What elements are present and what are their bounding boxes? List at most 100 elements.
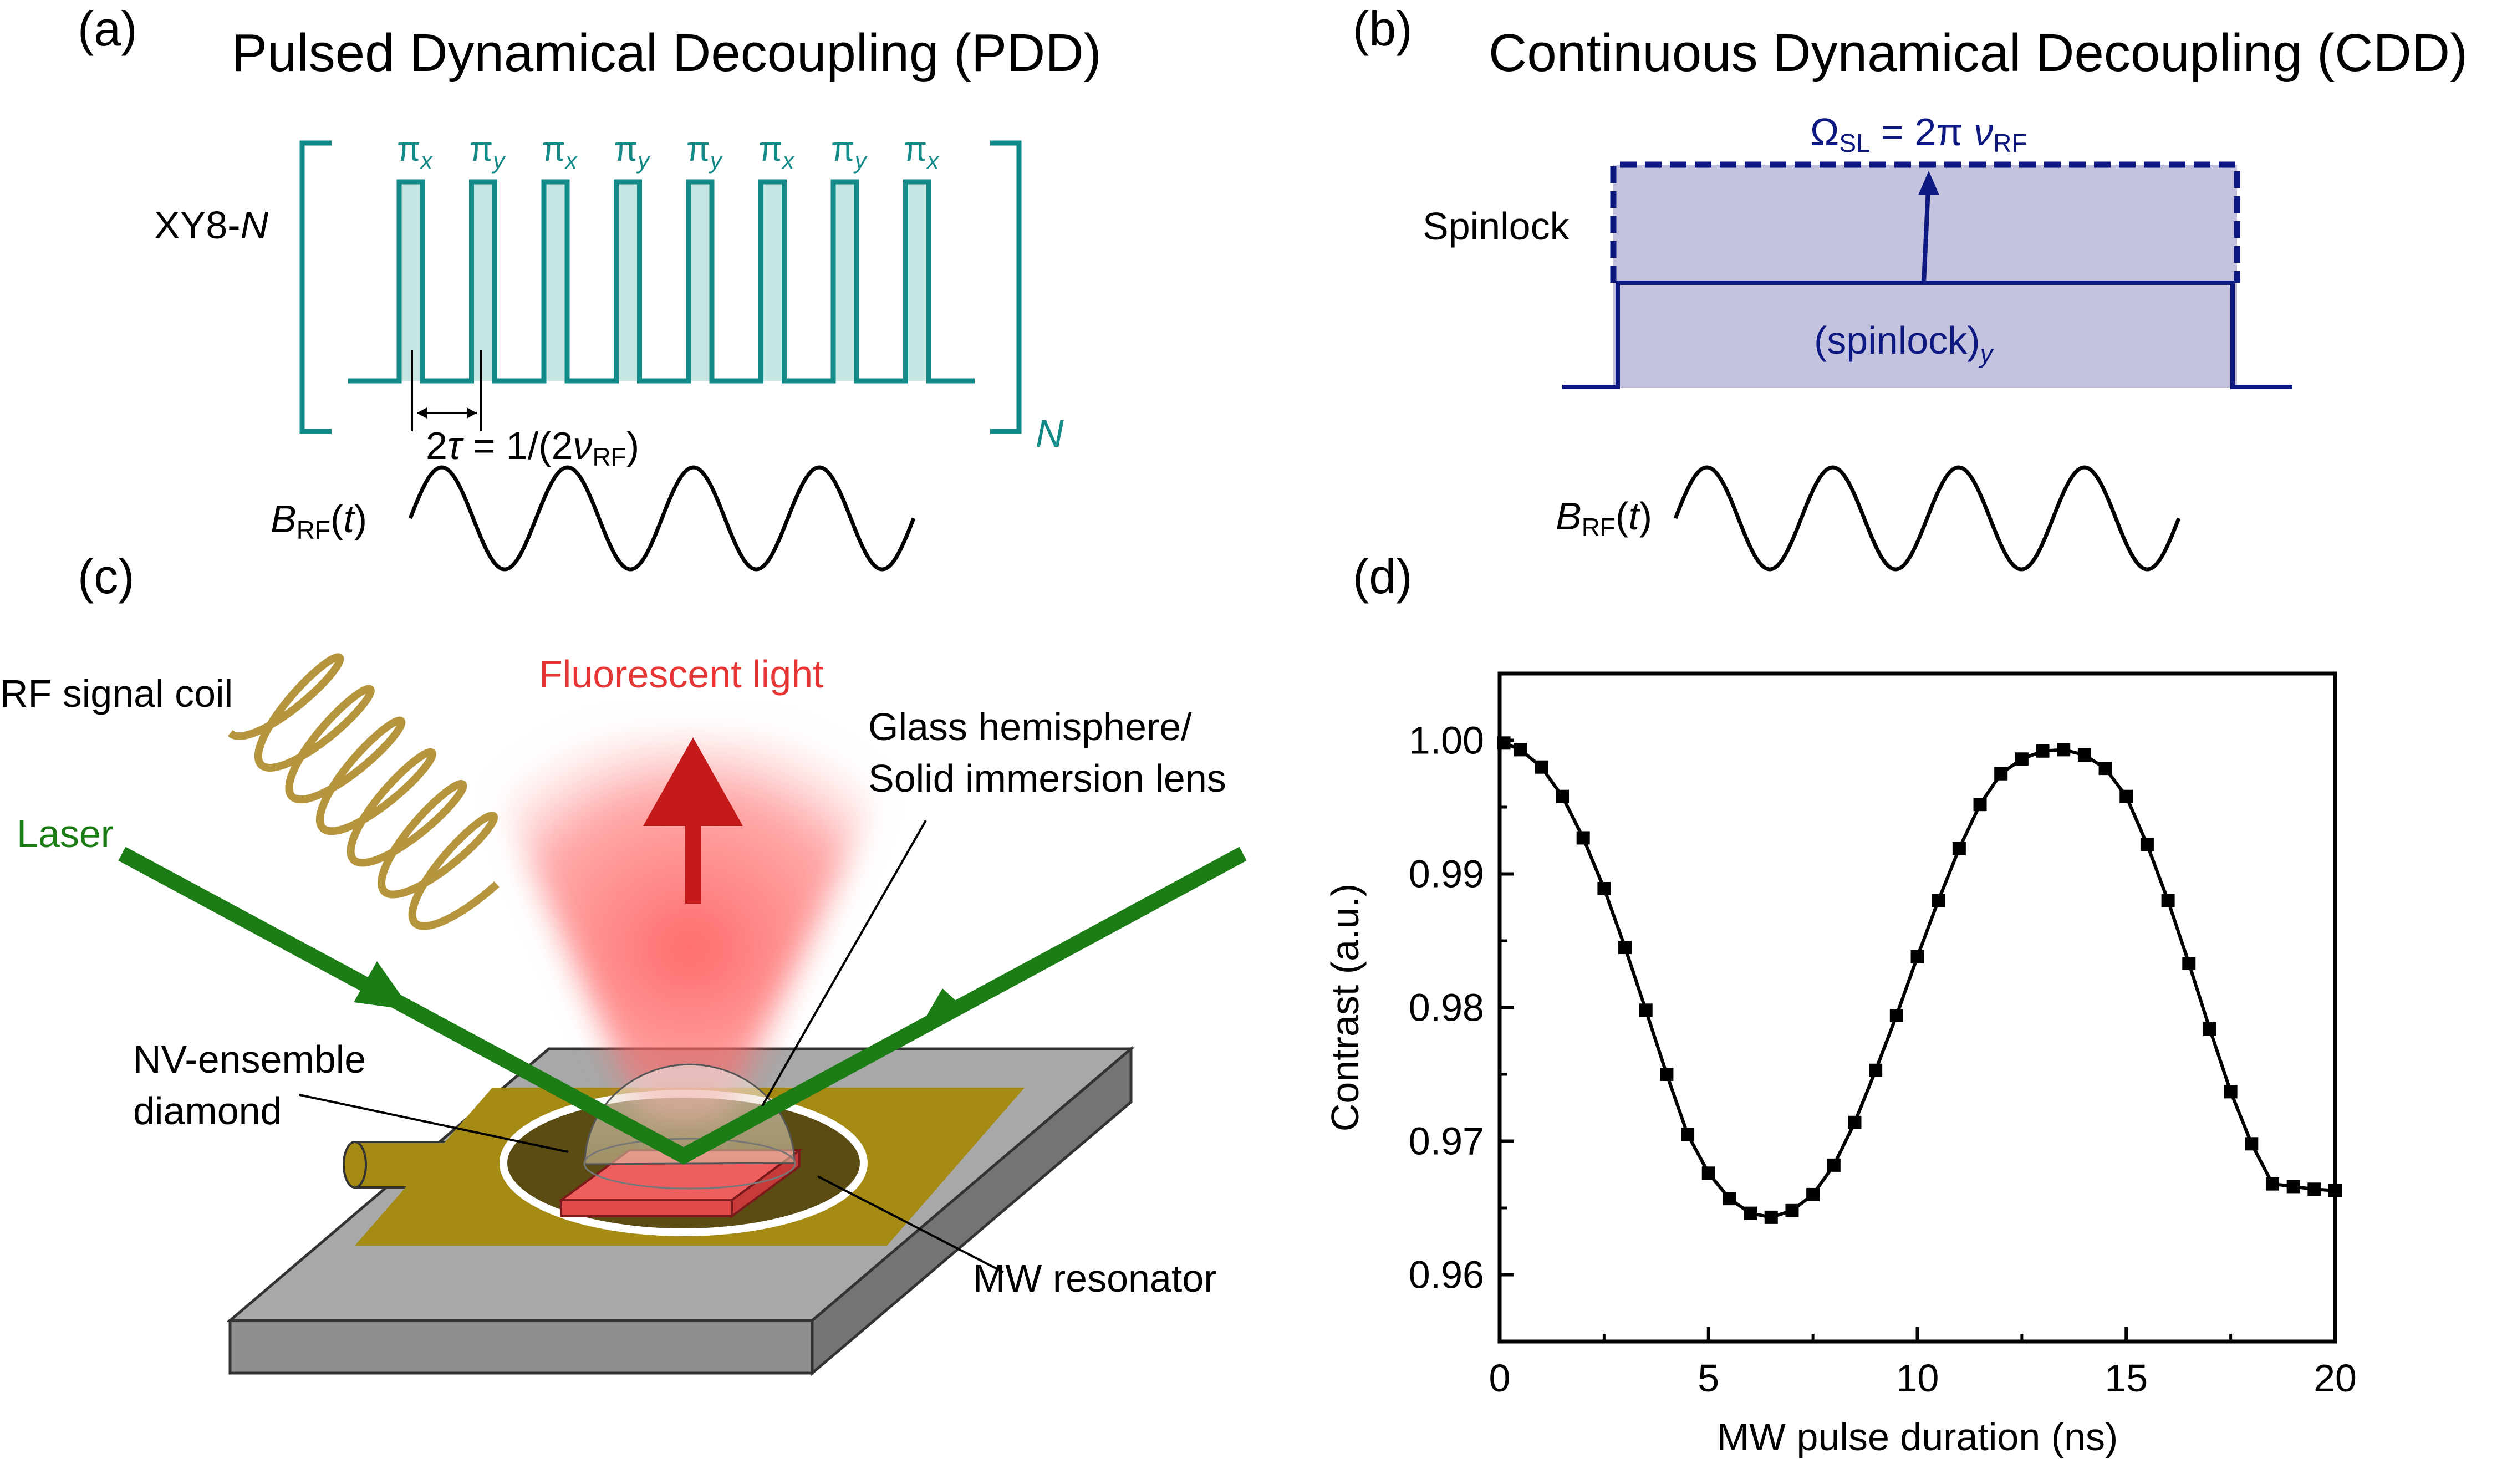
resonator-pointer (817, 1175, 1004, 1273)
diamond-label-1: NV-ensemble (133, 1038, 366, 1081)
data-point (2161, 894, 2175, 907)
pulse-label: πy (614, 130, 651, 174)
diamond-side (731, 1148, 801, 1218)
amplitude-arrowhead (1918, 171, 1939, 195)
pulse-fill (905, 182, 929, 381)
data-point (2098, 762, 2112, 776)
pulse-fill (544, 182, 567, 381)
data-point (2224, 1085, 2238, 1099)
panel-c: (c) RF signal coil (0, 549, 1247, 1376)
coax-end (343, 1141, 367, 1189)
resonator-label: MW resonator (973, 1257, 1217, 1300)
brf-label-a: BRF(t) (271, 497, 367, 544)
y-tick-label: 0.96 (1409, 1253, 1484, 1297)
data-point (1994, 767, 2008, 781)
fluorescence-arrow-shaft (685, 820, 701, 904)
data-point (2036, 744, 2050, 758)
laser-beam (118, 846, 1247, 1165)
amplitude-arrow (1922, 188, 1930, 283)
data-point (2245, 1137, 2259, 1151)
x-axis-label: MW pulse duration (ns) (1717, 1415, 2118, 1458)
data-point (2119, 789, 2133, 803)
pulse-fill (399, 182, 422, 381)
plot-frame (1497, 671, 2337, 1344)
data-point (1723, 1192, 1736, 1206)
data-point (1597, 882, 1611, 896)
fluorescent-label: Fluorescent light (539, 652, 824, 696)
data-point (2307, 1182, 2321, 1196)
data-point (1952, 842, 1966, 855)
x-tick-label: 20 (2314, 1356, 2357, 1400)
rf-coil-label: RF signal coil (0, 672, 233, 715)
data-point (1827, 1158, 1841, 1172)
x-tick-label: 15 (2105, 1356, 2148, 1400)
data-point (1785, 1203, 1799, 1217)
data-point (2182, 956, 2196, 970)
pulse-label: πy (831, 130, 868, 174)
pulse-fill (471, 182, 495, 381)
spinlock-label: Spinlock (1423, 205, 1570, 248)
xy8-label: XY8-N (154, 203, 269, 247)
data-point (1889, 1008, 1903, 1022)
hemisphere-base (583, 1138, 796, 1190)
fluorescence-cone (471, 732, 909, 1125)
panel-b-tag: (b) (1353, 1, 1413, 56)
data-point (1973, 798, 1987, 812)
data-point (2140, 838, 2154, 851)
pulse-label: πx (397, 130, 434, 174)
spacing-label: 2τ = 1/(2νRF) (426, 424, 639, 471)
data-point (1681, 1128, 1695, 1141)
laser-arrowhead-out (919, 988, 962, 1028)
x-tick-label: 0 (1489, 1356, 1511, 1400)
data-point (2328, 1184, 2342, 1197)
pulse-label: πx (542, 130, 578, 174)
repeat-count-label: N (1036, 412, 1064, 455)
rf-signal-coil (227, 653, 500, 930)
y-tick-label: 0.98 (1409, 986, 1484, 1029)
left-bracket (299, 140, 332, 434)
data-point (1932, 894, 1945, 907)
rf-signal-wave-b (1673, 465, 2181, 572)
pulse-train (348, 179, 975, 384)
data-point (1764, 1210, 1778, 1224)
diamond-pointer (299, 1094, 569, 1153)
pulse-fill (761, 182, 784, 381)
data-point (1806, 1187, 1820, 1201)
panel-c-tag: (c) (78, 549, 135, 604)
panel-b-title: Continuous Dynamical Decoupling (CDD) (1489, 23, 2468, 83)
laser-arrowhead-in (354, 961, 411, 1010)
data-point (2286, 1180, 2300, 1194)
hemisphere-label-2: Solid immersion lens (868, 757, 1226, 800)
spinlock-amplitude-dashed (1610, 161, 2240, 283)
data-point (1618, 941, 1632, 955)
data-point (1576, 831, 1590, 845)
panel-a-tag: (a) (78, 1, 137, 56)
data-point (1869, 1063, 1883, 1077)
data-point (1848, 1115, 1862, 1129)
brf-label-b: BRF(t) (1556, 494, 1652, 542)
pulse-fill (833, 182, 857, 381)
data-point (2265, 1177, 2279, 1191)
pulse-outline (348, 179, 975, 384)
x-tick-label: 10 (1896, 1356, 1939, 1400)
pulse-label: πy (686, 130, 723, 174)
pulse-label: πy (470, 130, 507, 174)
right-bracket (990, 140, 1022, 434)
y-tick-label: 0.97 (1409, 1120, 1484, 1163)
data-point (1535, 760, 1548, 774)
board-front (228, 1319, 814, 1375)
series-line (1503, 741, 2336, 1219)
spinlock-y-label: (spinlock)y (1814, 319, 1995, 368)
fluorescence-arrowhead (643, 737, 743, 826)
pulse-fill (689, 182, 712, 381)
data-point (1744, 1206, 1757, 1220)
pulse-fill (616, 182, 640, 381)
diamond-label-2: diamond (133, 1089, 282, 1133)
y-tick-label: 0.99 (1409, 853, 1484, 896)
data-point (1497, 736, 1511, 750)
y-tick-label: 1.00 (1409, 719, 1484, 762)
y-axis-label: Contrast (a.u.) (1323, 884, 1367, 1131)
diamond-front (560, 1199, 733, 1217)
